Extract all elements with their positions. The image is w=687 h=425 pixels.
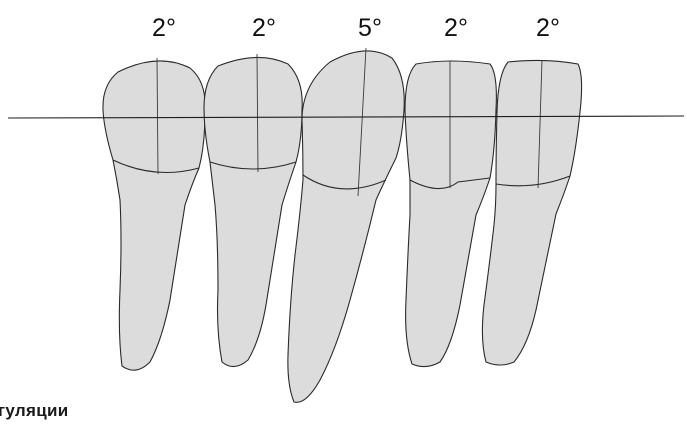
tooth-4-angle-label: 2° [444, 14, 468, 42]
tooth-2 [204, 54, 302, 367]
tooth-1-angle-label: 2° [152, 14, 176, 42]
tooth-5 [482, 60, 581, 365]
tooth-3 [288, 48, 404, 402]
tooth-3-outline [288, 51, 404, 402]
tooth-2-outline [204, 57, 302, 366]
tooth-5-angle-label: 2° [536, 14, 560, 42]
tooth-5-outline [482, 60, 581, 365]
tooth-1-outline [103, 61, 205, 370]
caption-fragment: гуляции [0, 401, 68, 420]
tooth-2-angle-label: 2° [252, 14, 276, 42]
tooth-3-angle-label: 5° [358, 14, 382, 42]
tooth-1 [103, 58, 205, 370]
